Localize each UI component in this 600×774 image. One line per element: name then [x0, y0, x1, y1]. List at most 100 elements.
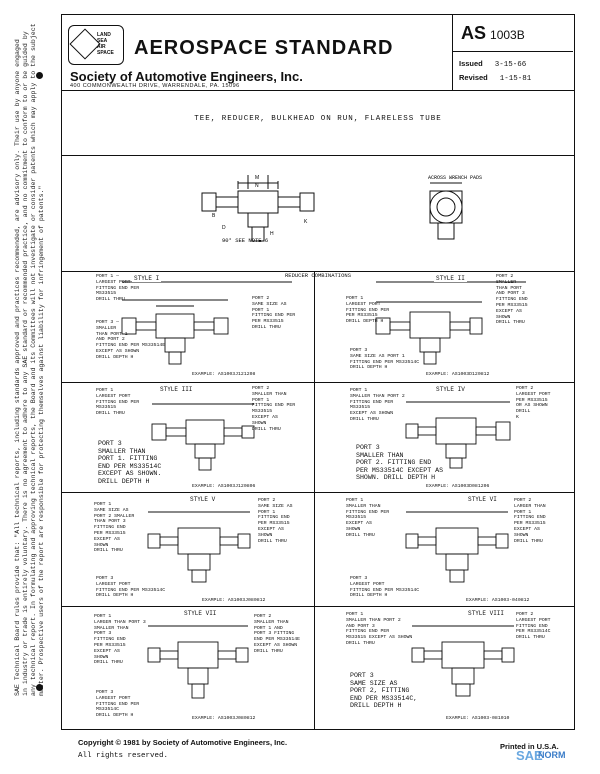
- issued-label: Issued: [459, 59, 483, 68]
- logo-letter: SEA: [97, 38, 108, 44]
- port-3-note: PORT 3 LARGEST PORT FITTING END PER MS33…: [350, 576, 420, 599]
- style-cell: STYLE IV PORT 1 SMALLER THAN PORT 2 FITT…: [316, 384, 572, 492]
- port-2-note: PORT 2 SMALLER THAN PORT 1 FITTING END P…: [252, 386, 296, 432]
- port-1-note: PORT 1 SMALLER THAN FITTING END PER MS33…: [346, 498, 390, 538]
- style-cell: STYLE I PORT 1 — LARGEST PORT FITTING EN…: [62, 272, 318, 382]
- style-drawing: [411, 625, 515, 697]
- as-prefix: AS: [461, 23, 487, 43]
- society-address: 400 COMMONWEALTH DRIVE, WARRENDALE, PA. …: [70, 83, 240, 89]
- port-2-note: PORT 2 LARGEST PORT FITTING END PER MS33…: [516, 612, 551, 641]
- style-drawing: [405, 511, 509, 583]
- style-cell: STYLE VII PORT 1 LARGER THAN PORT 3 SMAL…: [62, 608, 318, 728]
- port-1-note: PORT 1 LARGEST PORT FITTING END PER PER …: [346, 296, 390, 325]
- port-3-note: PORT 3 SAME SIZE AS PORT 2, FITTING END …: [350, 672, 418, 710]
- tee-overview-svg: 90° SEE NOTE 6 ACROSS WRENCH PADS M N H …: [201, 175, 482, 244]
- grid-divider: [62, 606, 574, 607]
- style-name: STYLE III: [158, 386, 195, 393]
- example-code: EXAMPLE: AS1003J080812: [192, 716, 256, 721]
- disclaimer-line: matter. Prospective users of the report …: [38, 185, 45, 696]
- disclaimer-line: in industry or trade is entirely volunta…: [22, 31, 29, 696]
- port-2-note: PORT 2 SMALLER THAN PORT 1 AND PORT 3 FI…: [254, 614, 301, 654]
- port-2-note: PORT 2 LARGEST PORT PER MS33515 OR AS SH…: [516, 386, 551, 420]
- side-disclaimer: SAE Technical Board rules provide that: …: [14, 23, 45, 700]
- society-name: Society of Automotive Engineers, Inc.: [70, 69, 303, 84]
- dim-label: K: [304, 219, 308, 225]
- revised-value: 1-15-81: [499, 75, 532, 83]
- port-1-note: PORT 1 SAME SIZE AS PORT 2 SMALLER THAN …: [94, 502, 135, 554]
- style-drawing: [147, 511, 251, 583]
- example-code: EXAMPLE: AS1003J080812: [202, 598, 266, 603]
- dim-label: D: [222, 225, 226, 231]
- port-1-note: PORT 1 SMALLER THAN PORT 2 AND PORT 3 FI…: [346, 612, 413, 646]
- port-2-note: PORT 2 SAME SIZE AS PORT 1 FITTING END P…: [258, 498, 293, 544]
- style-drawing: [121, 281, 292, 365]
- port-1-note: PORT 1 SMALLER THAN PORT 2 FITTING END P…: [350, 388, 405, 422]
- example-code: EXAMPLE: AS1003J120806: [192, 484, 256, 489]
- disclaimer-line: SAE Technical Board rules provide that: …: [14, 39, 21, 696]
- grid-divider: [62, 492, 574, 493]
- style-cell: STYLE VI PORT 1 SMALLER THAN FITTING END…: [316, 494, 572, 606]
- port-2-note: PORT 2 SMALLER THAN PORT AND PORT 3 FITT…: [496, 274, 528, 326]
- style-name: STYLE V: [188, 496, 218, 503]
- port-3-note: PORT 3 LARGEST PORT FITTING END PER MS33…: [96, 576, 166, 599]
- printed-line: Printed in U.S.A.: [500, 742, 559, 751]
- grid-divider: [314, 272, 315, 730]
- port-3-note: PORT 3 SMALLER THAN PORT 2. FITTING END …: [356, 444, 444, 482]
- style-name: STYLE IV: [434, 386, 467, 393]
- watermark-sae: SAE: [516, 748, 543, 763]
- port-1-note: PORT 1 — LARGEST PORT FITTING END PER MS…: [96, 274, 140, 303]
- dim-label: M: [255, 175, 259, 181]
- port-3-note: PORT 3 — SMALLER THAN PORT 1 AND PORT 2 …: [96, 320, 166, 360]
- revised-label: Revised: [459, 73, 488, 82]
- copyright-line: Copyright © 1981 by Society of Automotiv…: [78, 738, 288, 747]
- port-1-note: PORT 1 LARGER THAN PORT 3 SMALLER THAN P…: [94, 614, 146, 666]
- standard-title: AEROSPACE STANDARD: [134, 37, 394, 59]
- issued-value: 3-15-66: [494, 61, 527, 69]
- grid-divider: [62, 382, 574, 383]
- standard-sheet: LAND SEA AIR SPACE AEROSPACE STANDARD So…: [61, 14, 575, 730]
- watermark-norm: NORM: [538, 750, 566, 760]
- box-divider: [453, 51, 573, 52]
- sae-logo: LAND SEA AIR SPACE: [68, 25, 124, 65]
- example-code: EXAMPLE: AS1003J121208: [192, 372, 256, 377]
- dim-label: B: [212, 213, 216, 219]
- disclaimer-line: any technical report. In formulating and…: [30, 23, 37, 696]
- style-name: STYLE VII: [182, 610, 219, 617]
- example-code: EXAMPLE: AS1003D081206: [426, 484, 490, 489]
- style-drawing: [147, 625, 249, 699]
- as-number: 1003B: [490, 28, 525, 42]
- overview-note-label: 90° SEE NOTE 6: [222, 237, 268, 244]
- logo-letter: LAND: [97, 32, 111, 38]
- logo-letter: SPACE: [97, 50, 114, 56]
- margin-dot-icon: [36, 684, 43, 691]
- logo-letters: LAND SEA AIR SPACE: [97, 32, 114, 56]
- port-3-note: PORT 3 LARGEST PORT FITTING END PER MS33…: [96, 690, 140, 719]
- margin-dot-icon: [36, 72, 43, 79]
- style-name: STYLE II: [434, 275, 467, 282]
- dim-label: H: [270, 231, 274, 237]
- port-1-note: PORT 1 LARGEST PORT FITTING END PER MS33…: [96, 388, 140, 417]
- overview-across-label: ACROSS WRENCH PADS: [428, 175, 482, 181]
- rights-line: All rights reserved.: [78, 752, 169, 760]
- port-3-note: PORT 3 SAME SIZE AS PORT 1 FITTING END P…: [350, 348, 420, 371]
- example-code: EXAMPLE: AS1003-081010: [446, 716, 510, 721]
- dim-label: N: [255, 183, 259, 189]
- style-cell: STYLE III PORT 1 LARGEST PORT FITTING EN…: [62, 384, 318, 492]
- logo-letter: AIR: [97, 44, 106, 50]
- reducer-grid: REDUCER COMBINATIONS STYLE I PORT 1 — LA…: [62, 271, 574, 730]
- sheet-header: LAND SEA AIR SPACE AEROSPACE STANDARD So…: [62, 15, 574, 91]
- style-name: STYLE I: [132, 275, 162, 282]
- overview-drawing: 90° SEE NOTE 6 ACROSS WRENCH PADS M N H …: [62, 167, 574, 271]
- diamond-icon: [69, 28, 101, 60]
- example-code: EXAMPLE: AS1003-040812: [466, 598, 530, 603]
- style-cell: STYLE VIII PORT 1 SMALLER THAN PORT 2 AN…: [316, 608, 572, 728]
- sae-norm-watermark: SAE NORM: [516, 748, 598, 772]
- issued-row: Issued 3-15-66: [459, 59, 526, 69]
- revised-row: Revised 1-15-81: [459, 73, 531, 83]
- title-divider: [62, 155, 574, 156]
- port-2-note: PORT 2 LARGER THAN PORT 1 FITTING END PE…: [514, 498, 546, 544]
- style-drawing: [151, 403, 255, 471]
- style-drawing: [405, 401, 511, 469]
